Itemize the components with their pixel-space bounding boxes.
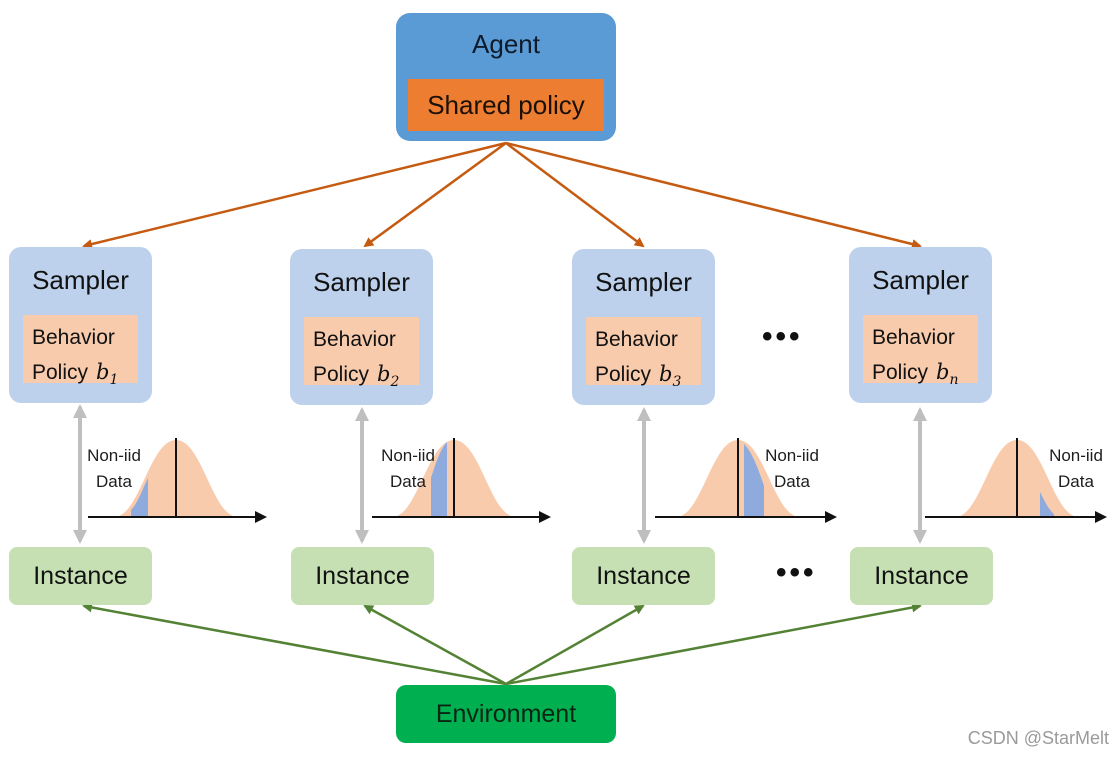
sampler-title: Sampler: [32, 265, 129, 295]
arrow-agent-sampler-3: [505, 142, 645, 248]
behavior-policy-line1: Behavior: [32, 326, 115, 349]
non-iid-label-2: Non-iid Data: [381, 446, 435, 491]
behavior-policy-line2: Policy bn: [872, 355, 978, 397]
policy-symbol: b3: [659, 362, 682, 391]
arrow-agent-sampler-1: [82, 141, 507, 249]
arrow-env-instance-4: [505, 602, 922, 686]
behavior-policy-line1: Behavior: [872, 326, 955, 349]
behavior-policy-box: Behavior Policy bn: [863, 315, 978, 388]
arrow-agent-sampler-4: [505, 141, 922, 249]
watermark: CSDN @StarMelt: [967, 728, 1109, 748]
policy-label: Policy: [32, 361, 89, 384]
environment-to-instance-arrows: [82, 602, 922, 686]
behavior-policy-box: Behavior Policy b3: [586, 317, 701, 390]
instance-node-3: Instance: [572, 547, 715, 605]
non-iid-label-1: Non-iid Data: [87, 446, 141, 491]
distribution-plot-4: [925, 438, 1107, 523]
behavior-policy-box: Behavior Policy b1: [23, 315, 138, 388]
sampler-node-3: Sampler Behavior Policy b3: [572, 249, 715, 405]
policy-label: Policy: [595, 363, 652, 386]
ellipsis-samplers: •••: [762, 320, 803, 353]
instance-node-2: Instance: [291, 547, 434, 605]
policy-symbol: b2: [377, 362, 400, 391]
shared-policy-box: Shared policy: [408, 79, 604, 131]
non-iid-slice: [131, 478, 148, 517]
agent-node: Agent Shared policy: [396, 13, 616, 141]
environment-node: Environment: [396, 685, 616, 743]
non-iid-slice: [1040, 492, 1054, 517]
distribution-plot-2: [372, 438, 551, 523]
policy-symbol: bn: [936, 360, 959, 389]
agent-title: Agent: [472, 29, 540, 59]
non-iid-label-3: Non-iid Data: [765, 446, 819, 491]
sampler-node-2: Sampler Behavior Policy b2: [290, 249, 433, 405]
behavior-policy-line1: Behavior: [595, 328, 678, 351]
sampler-title: Sampler: [872, 265, 969, 295]
behavior-policy-box: Behavior Policy b2: [304, 317, 419, 390]
arrow-env-instance-3: [505, 604, 645, 686]
instance-node-1: Instance: [9, 547, 152, 605]
non-iid-slice: [744, 444, 764, 517]
behavior-policy-line2: Policy b1: [32, 355, 138, 397]
behavior-policy-line1: Behavior: [313, 328, 396, 351]
ellipsis-instances: •••: [776, 556, 817, 589]
policy-label: Policy: [313, 363, 370, 386]
arrow-env-instance-1: [82, 602, 507, 686]
behavior-policy-line2: Policy b2: [313, 357, 419, 399]
distribution-plot-3: [655, 438, 837, 523]
instance-node-4: Instance: [850, 547, 993, 605]
sampler-title: Sampler: [595, 267, 692, 297]
behavior-policy-line2: Policy b3: [595, 357, 701, 399]
sampler-title: Sampler: [313, 267, 410, 297]
sampler-node-4: Sampler Behavior Policy bn: [849, 247, 992, 403]
distribution-plot-1: [88, 438, 267, 523]
non-iid-label-4: Non-iid Data: [1049, 446, 1103, 491]
sampler-instance-arrows: [73, 404, 927, 544]
non-iid-slice: [431, 442, 447, 517]
policy-symbol: b1: [96, 360, 119, 389]
arrow-env-instance-2: [363, 604, 507, 686]
sampler-node-1: Sampler Behavior Policy b1: [9, 247, 152, 403]
agent-to-sampler-arrows: [82, 141, 922, 249]
arrow-agent-sampler-2: [363, 141, 507, 248]
policy-label: Policy: [872, 361, 929, 384]
